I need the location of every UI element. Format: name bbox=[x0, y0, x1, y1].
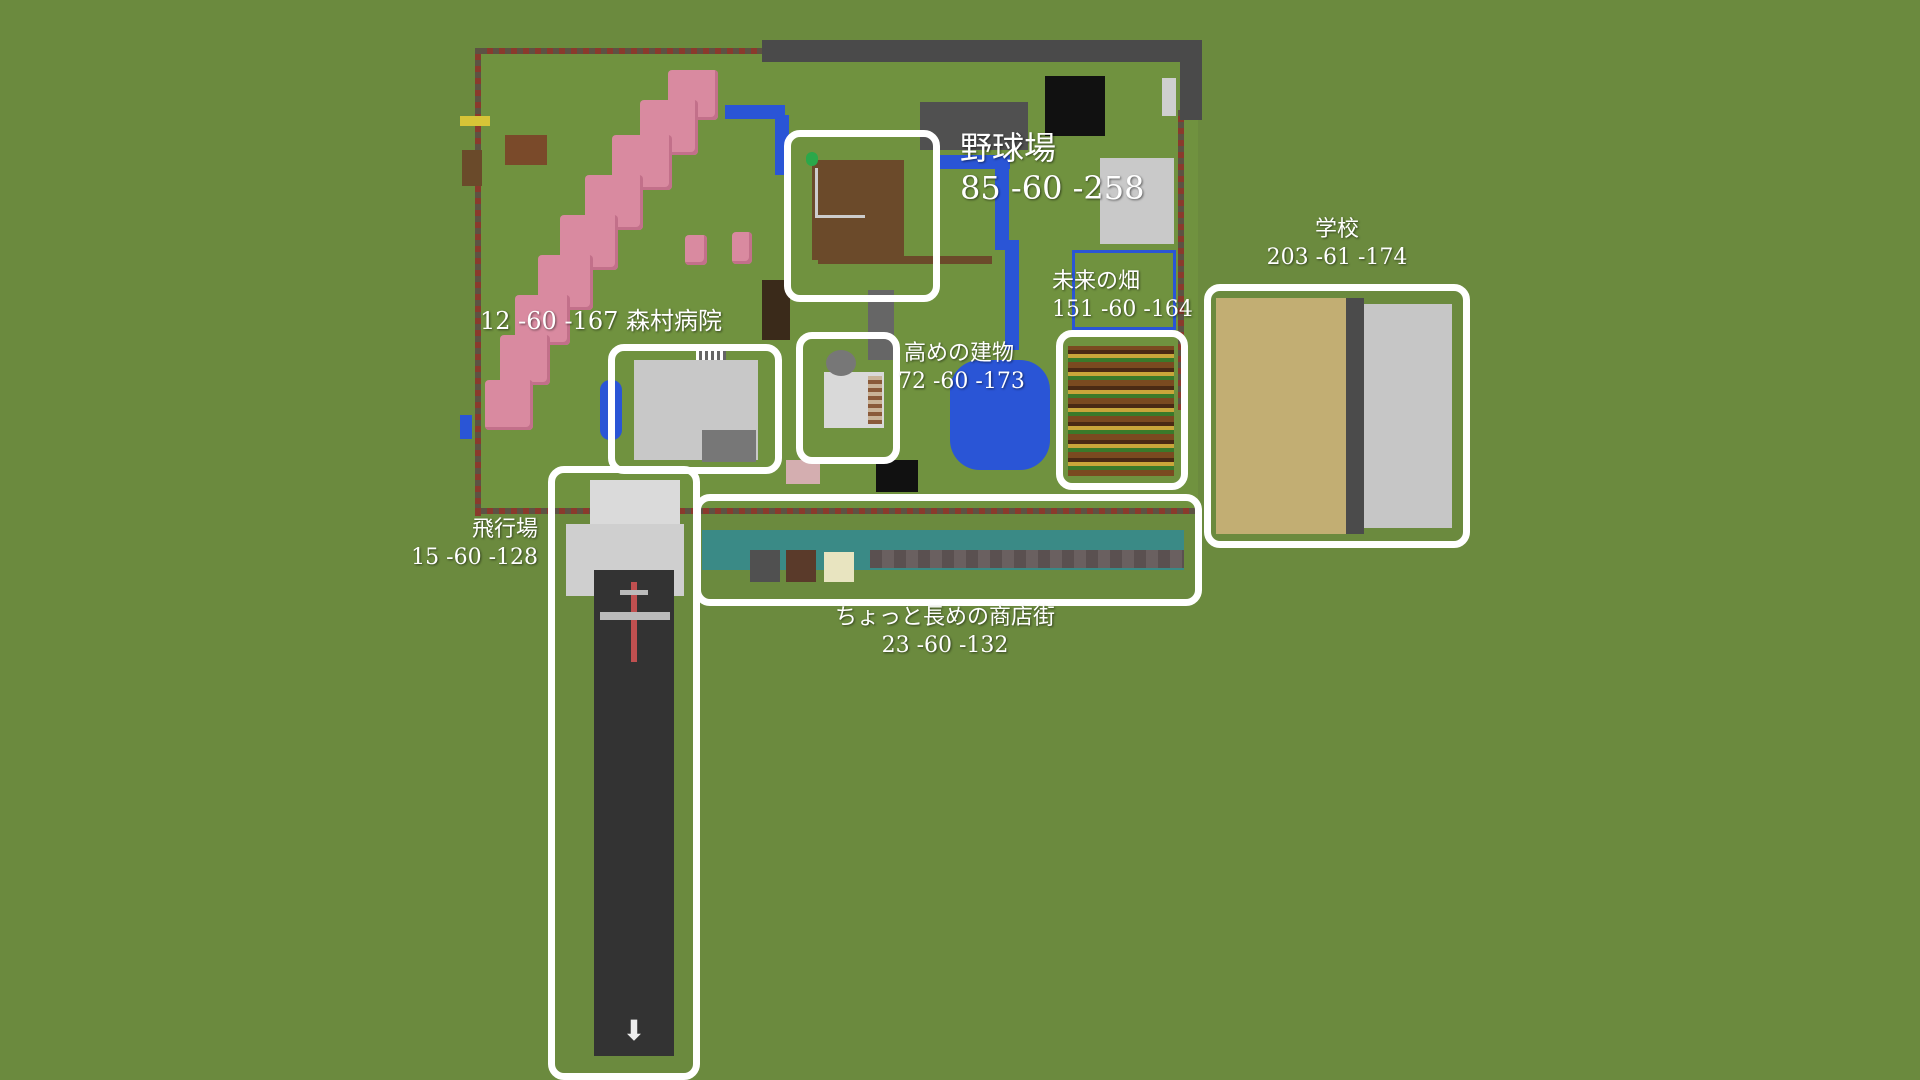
farm-field bbox=[1068, 346, 1174, 476]
map-marker bbox=[806, 152, 818, 166]
school-label: 学校 203 -61 -174 bbox=[1262, 216, 1412, 271]
location-coords: 203 -61 -174 bbox=[1266, 244, 1408, 270]
location-name: 森村病院 bbox=[626, 307, 723, 335]
pond bbox=[950, 360, 1050, 470]
school-frame[interactable] bbox=[1204, 284, 1470, 548]
river-segment bbox=[935, 155, 1010, 169]
airfield-label: 飛行場 15 -60 -128 bbox=[380, 516, 538, 571]
black-building-small bbox=[876, 460, 918, 492]
location-coords: 85 -60 -258 bbox=[960, 169, 1145, 207]
cherry-tree bbox=[485, 380, 533, 430]
south-fence bbox=[475, 508, 1195, 514]
airplane-tail bbox=[620, 590, 648, 595]
location-coords: 23 -60 -132 bbox=[881, 632, 1009, 658]
north-road bbox=[762, 40, 1200, 62]
cherry-tree bbox=[500, 335, 550, 385]
baseball-frame[interactable] bbox=[784, 130, 940, 302]
cherry-tree bbox=[685, 235, 707, 265]
school-road bbox=[1346, 298, 1364, 534]
tall-building-frame[interactable] bbox=[796, 332, 900, 464]
farm-frame[interactable] bbox=[1056, 330, 1188, 490]
river-segment-west bbox=[460, 415, 472, 439]
hospital-annex bbox=[702, 430, 756, 462]
location-name: 未来の畑 bbox=[1052, 269, 1141, 294]
tall-building-dome bbox=[826, 350, 856, 376]
tall-building-label: 高めの建物 72 -60 -173 bbox=[898, 340, 1025, 395]
black-building bbox=[1045, 76, 1105, 136]
north-fence bbox=[475, 48, 765, 54]
shopping-street-frame[interactable] bbox=[694, 494, 1202, 606]
small-house bbox=[786, 460, 820, 484]
airfield-terminal bbox=[590, 480, 680, 530]
hospital-frame[interactable] bbox=[608, 344, 782, 474]
location-name: 高めの建物 bbox=[904, 341, 1015, 366]
baseball-baseline bbox=[815, 168, 865, 218]
cherry-tree bbox=[732, 232, 752, 264]
gate-building bbox=[1162, 78, 1176, 116]
baseball-diamond bbox=[812, 160, 904, 260]
location-coords: 12 -60 -167 bbox=[480, 307, 619, 335]
hospital-label: 12 -60 -167 森村病院 bbox=[480, 306, 722, 336]
location-coords: 72 -60 -173 bbox=[898, 368, 1025, 394]
shopping-street-label: ちょっと長めの商店街 23 -60 -132 bbox=[780, 604, 1110, 659]
airplane-wings bbox=[600, 612, 670, 620]
school-yard bbox=[1216, 298, 1346, 534]
arrow-down-icon: ⬇ bbox=[622, 1014, 646, 1047]
east-road bbox=[1180, 40, 1202, 120]
location-coords: 151 -60 -164 bbox=[1052, 296, 1193, 322]
shop bbox=[786, 550, 816, 582]
river-segment bbox=[1005, 240, 1019, 350]
location-name: ちょっと長めの商店街 bbox=[834, 605, 1055, 630]
river-segment bbox=[995, 160, 1009, 250]
location-name: 野球場 bbox=[960, 129, 1057, 167]
tall-building-windows bbox=[868, 376, 882, 424]
shop bbox=[750, 550, 780, 582]
location-coords: 15 -60 -128 bbox=[411, 544, 538, 570]
airfield-frame[interactable] bbox=[548, 466, 700, 1080]
white-building bbox=[1100, 158, 1174, 244]
hospital-rooftop bbox=[696, 350, 726, 360]
location-name: 学校 bbox=[1314, 217, 1359, 242]
farm-water-outline bbox=[1072, 250, 1176, 330]
school-building bbox=[1364, 304, 1452, 528]
location-name: 飛行場 bbox=[471, 517, 538, 542]
farm-label: 未来の畑 151 -60 -164 bbox=[1052, 268, 1193, 323]
sign bbox=[460, 116, 490, 126]
hut bbox=[462, 150, 482, 186]
west-fence bbox=[475, 48, 481, 516]
east-fence bbox=[1178, 110, 1184, 410]
shop-row bbox=[870, 550, 1184, 568]
path bbox=[818, 256, 992, 264]
hut bbox=[505, 135, 547, 165]
baseball-label: 野球場 85 -60 -258 bbox=[960, 128, 1144, 208]
airplane-body bbox=[631, 582, 637, 662]
river-segment bbox=[725, 105, 785, 119]
shop bbox=[824, 552, 854, 582]
